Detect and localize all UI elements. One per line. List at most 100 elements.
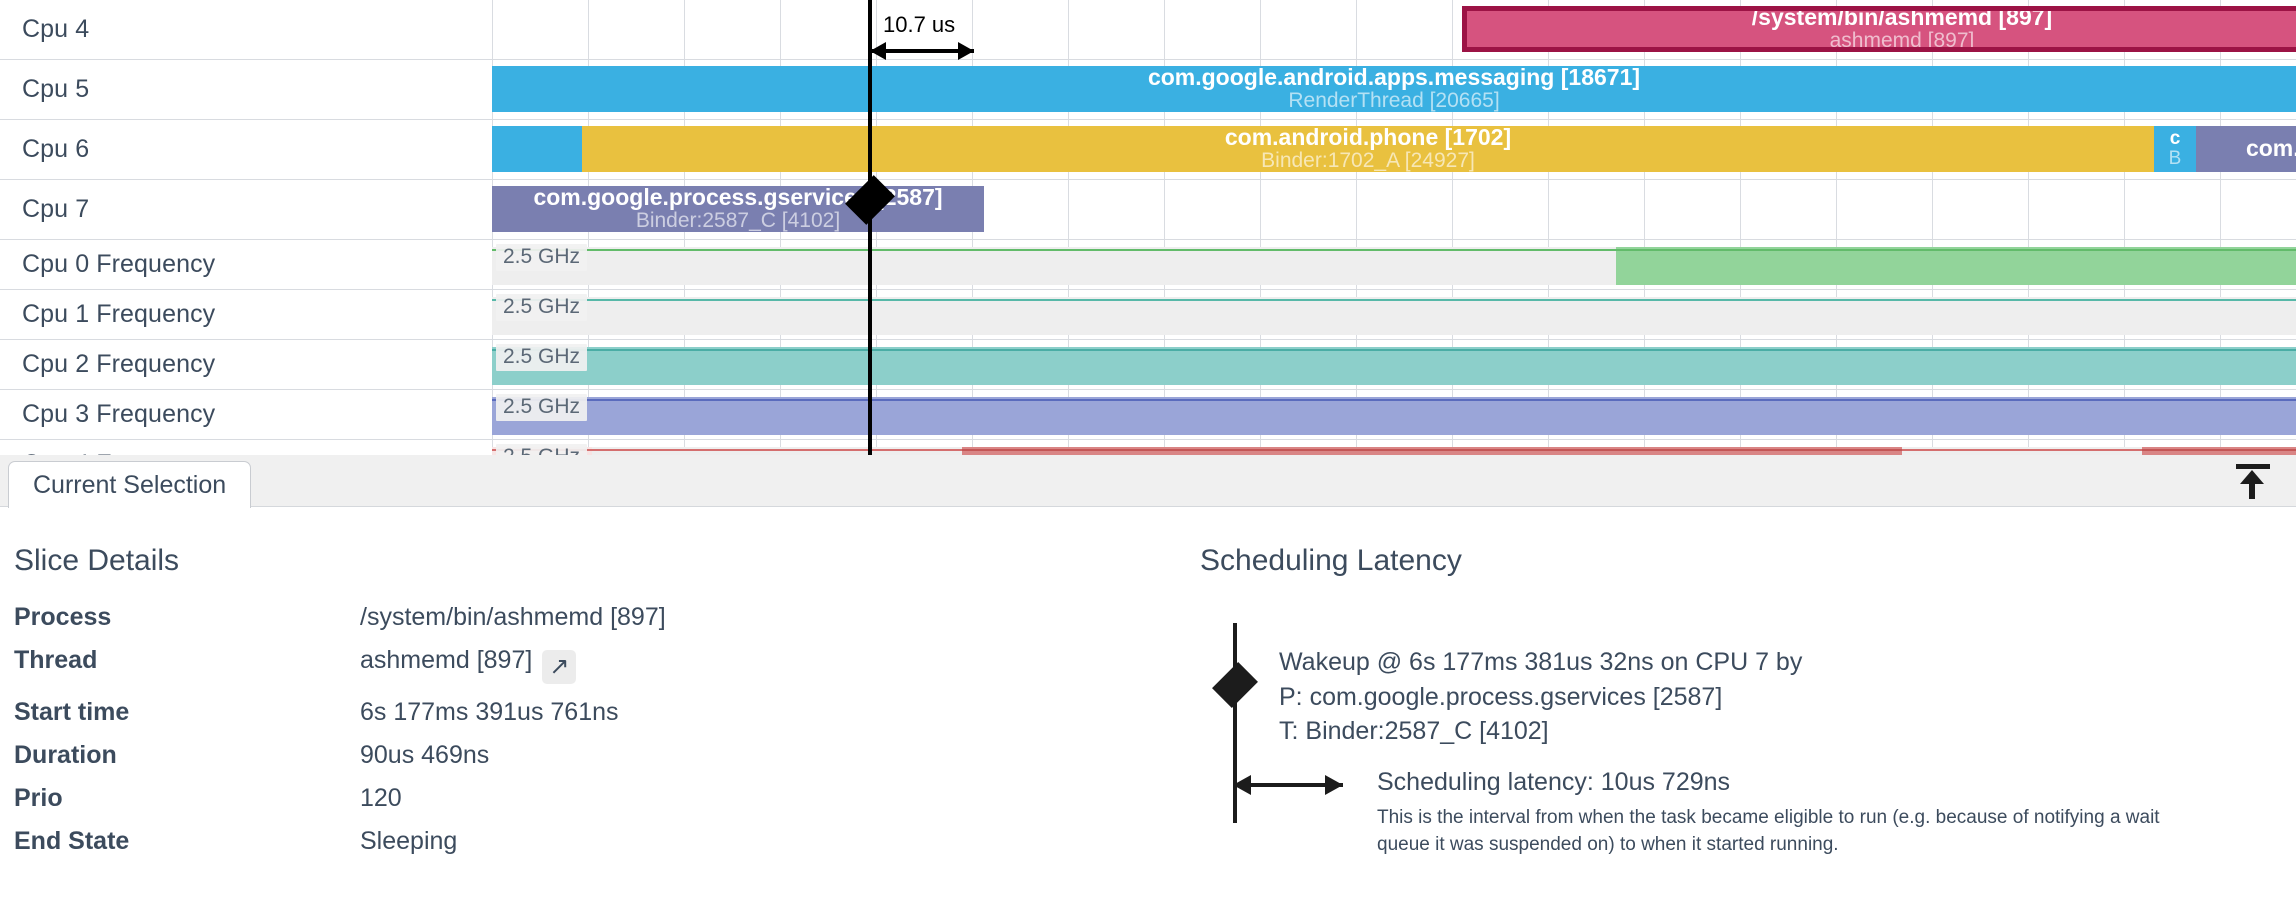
track-shell[interactable]: Cpu 4	[0, 0, 492, 59]
timeline-gridline	[2028, 180, 2029, 239]
counter-fill	[592, 447, 962, 455]
timeline-gridline	[1068, 0, 1069, 59]
scheduling-latency-section: Scheduling Latency Wakeup @ 6s 177ms 381…	[1200, 507, 2296, 898]
details-tab-strip[interactable]: Current Selection	[0, 455, 2296, 508]
wakeup-line-3: T: Binder:2587_C [4102]	[1279, 717, 1549, 745]
slice-label: com.google.android.apps.messaging [18671…	[2245, 135, 2296, 162]
slice-detail-value-text: 6s 177ms 391us 761ns	[360, 698, 619, 726]
counter-fill	[962, 447, 1902, 455]
track-title: Cpu 1 Frequency	[22, 300, 216, 328]
track-shell[interactable]: Cpu 1 Frequency	[0, 290, 492, 339]
slice-label: com.google.android.apps.messaging [18671…	[1147, 66, 1641, 91]
wakeup-line-2: P: com.google.process.gservices [2587]	[1279, 682, 1723, 711]
track-row[interactable]: Cpu 5 com.google.android.apps.messaging […	[0, 60, 2296, 120]
counter-fill	[1902, 447, 2142, 455]
timeline-slice[interactable]: com.google.android.apps.messaging [18671…	[2196, 126, 2296, 172]
timeline-gridline	[1164, 180, 1165, 239]
track-canvas[interactable]: 2.5 GHz	[492, 340, 2296, 389]
timeline-gridline	[1932, 180, 1933, 239]
tab-current-selection[interactable]: Current Selection	[8, 461, 252, 508]
details-panel: Current Selection Slice Details Process/…	[0, 455, 2296, 898]
slice-detail-key: End State	[14, 827, 130, 855]
slice-detail-key: Prio	[14, 784, 63, 812]
timeline-gridline	[1644, 180, 1645, 239]
slice-detail-value-text: 120	[360, 784, 402, 812]
wakeup-diamond-icon	[1212, 662, 1258, 708]
counter-value-label: 2.5 GHz	[496, 244, 588, 271]
track-title: Cpu 4	[22, 15, 90, 43]
scheduling-latency-value: Scheduling latency: 10us 729ns	[1377, 768, 1731, 796]
track-title: Cpu 2 Frequency	[22, 350, 216, 378]
latency-duration-annotation: 10.7 us	[870, 12, 974, 60]
track-shell[interactable]: Cpu 0 Frequency	[0, 240, 492, 289]
counter-value-label: 2.5 GHz	[496, 394, 588, 421]
counter-fill	[492, 347, 2296, 385]
track-canvas[interactable]: com.android.phone [1702]Binder:1702_A [2…	[492, 120, 2296, 179]
counter-line	[2142, 449, 2296, 451]
slice-label: com.android.phone [1702]	[1224, 126, 1512, 151]
timeline-panel[interactable]: Cpu 4/system/bin/ashmemd [897]ashmemd [8…	[0, 0, 2296, 455]
counter-line	[492, 349, 2296, 351]
track-row[interactable]: Cpu 6 com.android.phone [1702]Binder:1702…	[0, 120, 2296, 180]
arrow-head-right-icon	[958, 42, 974, 60]
timeline-cursor-line	[868, 0, 872, 455]
goto-thread-icon[interactable]: ↗	[542, 650, 577, 684]
track-shell[interactable]: Cpu 6	[0, 120, 492, 179]
track-canvas[interactable]: 2.5 GHz	[492, 390, 2296, 439]
track-row[interactable]: Cpu 0 Frequency 2.5 GHz	[0, 240, 2296, 290]
collapse-to-top-icon[interactable]	[2232, 460, 2274, 502]
track-shell[interactable]: Cpu 7	[0, 180, 492, 239]
track-canvas[interactable]: 2.5 GHz	[492, 440, 2296, 455]
slice-sublabel: Binder:2587_C [4102]	[635, 209, 841, 232]
timeline-slice[interactable]: /system/bin/ashmemd [897]ashmemd [897]	[1462, 6, 2296, 52]
slice-detail-value-text: /system/bin/ashmemd [897]	[360, 603, 666, 631]
timeline-gridline	[2220, 180, 2221, 239]
counter-fill	[492, 397, 2296, 435]
track-row[interactable]: Cpu 4/system/bin/ashmemd [897]ashmemd [8…	[0, 0, 2296, 60]
track-canvas[interactable]: 2.5 GHz	[492, 290, 2296, 339]
scheduling-latency-description: This is the interval from when the task …	[1377, 807, 2160, 855]
timeline-slice[interactable]	[492, 126, 582, 172]
counter-fill	[1616, 247, 2296, 285]
timeline-gridline	[972, 0, 973, 59]
slice-details-title: Slice Details	[14, 544, 180, 577]
track-shell[interactable]: Cpu 5	[0, 60, 492, 119]
track-shell[interactable]: Cpu 3 Frequency	[0, 390, 492, 439]
counter-line	[1616, 249, 2296, 251]
track-shell[interactable]: Cpu 2 Frequency	[0, 340, 492, 389]
track-canvas[interactable]: com.google.process.gservices [2587]Binde…	[492, 180, 2296, 239]
timeline-slice[interactable]: com.google.process.gservices [2587]Binde…	[492, 186, 984, 232]
slice-detail-value: /system/bin/ashmemd [897]	[360, 603, 666, 646]
track-shell[interactable]: Cpu 4 Frequency	[0, 440, 492, 455]
track-row[interactable]: Cpu 1 Frequency 2.5 GHz	[0, 290, 2296, 340]
latency-duration-label: 10.7 us	[880, 12, 959, 38]
timeline-slice[interactable]: com.google.android.apps.messaging [18671…	[492, 66, 2296, 112]
slice-detail-value: 90us 469ns	[360, 741, 666, 784]
counter-line	[962, 449, 1902, 451]
track-canvas[interactable]: com.google.android.apps.messaging [18671…	[492, 60, 2296, 119]
track-canvas[interactable]: /system/bin/ashmemd [897]ashmemd [897]/s…	[492, 0, 2296, 59]
slice-sublabel: RenderThread [20665]	[1288, 89, 1500, 112]
counter-fill	[492, 297, 2296, 335]
counter-line	[592, 449, 962, 451]
timeline-gridline	[1740, 180, 1741, 239]
slice-label: com.google.process.gservices [2587]	[533, 186, 943, 211]
track-title: Cpu 3 Frequency	[22, 400, 216, 428]
track-title: Cpu 0 Frequency	[22, 250, 216, 278]
slice-detail-value: 120	[360, 784, 666, 827]
track-title: Cpu 6	[22, 135, 90, 163]
timeline-slice[interactable]: com.android.phone [1702]Binder:1702_A [2…	[582, 126, 2154, 172]
track-row[interactable]: Cpu 2 Frequency 2.5 GHz	[0, 340, 2296, 390]
track-row[interactable]: Cpu 3 Frequency 2.5 GHz	[0, 390, 2296, 440]
counter-value-label: 2.5 GHz	[496, 294, 588, 321]
counter-line	[492, 299, 2296, 301]
counter-fill	[492, 247, 1616, 285]
slice-sublabel: B	[2168, 148, 2182, 169]
wakeup-line-1: Wakeup @ 6s 177ms 381us 32ns on CPU 7 by	[1279, 648, 1803, 676]
track-canvas[interactable]: 2.5 GHz	[492, 240, 2296, 289]
counter-line	[1902, 449, 2142, 451]
